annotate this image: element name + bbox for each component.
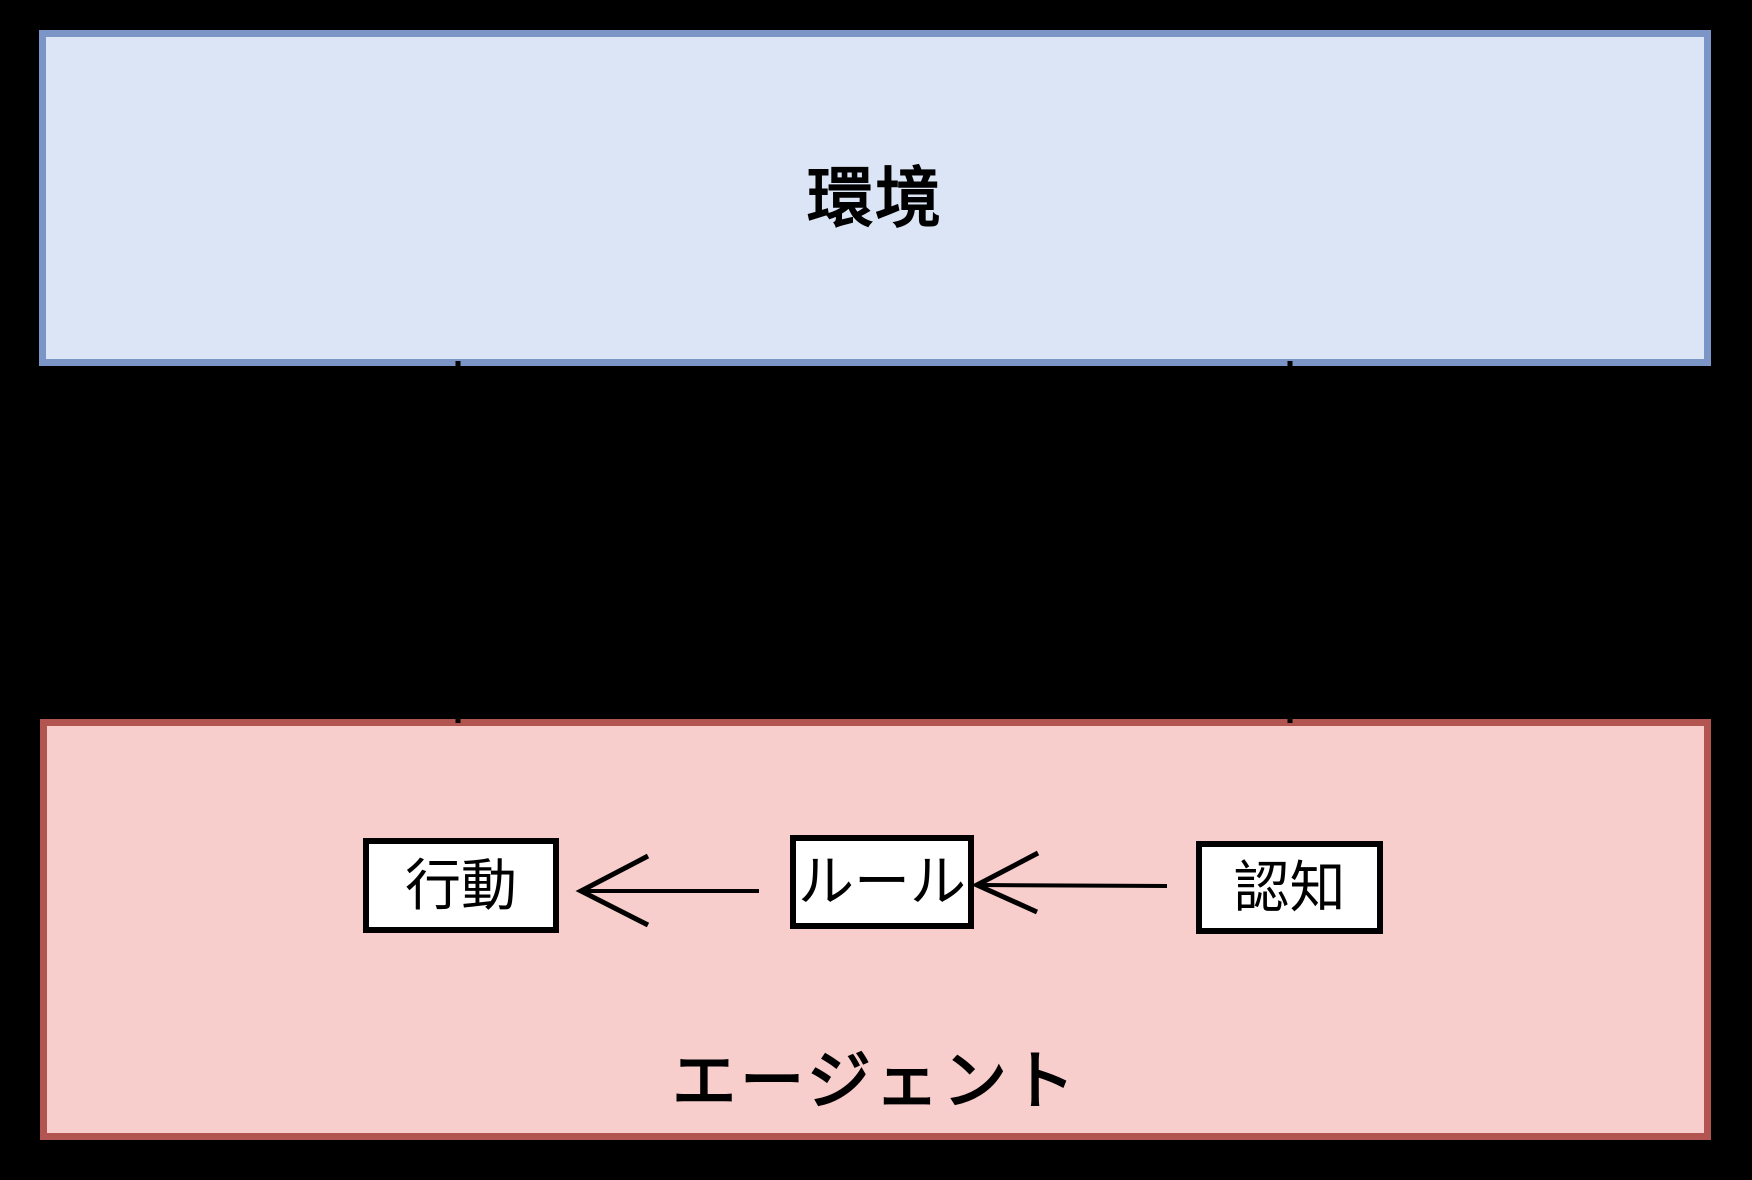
node-cognition: 認知 (1196, 841, 1383, 934)
node-rule: ルール (790, 835, 974, 929)
agent-box: エージェント (40, 719, 1711, 1140)
environment-label: 環境 (807, 161, 943, 235)
node-rule-label: ルール (798, 850, 966, 913)
node-action: 行動 (363, 838, 559, 933)
environment-box: 環境 (39, 30, 1711, 366)
node-cognition-label: 認知 (1233, 855, 1346, 919)
node-action-label: 行動 (405, 853, 517, 917)
agent-label: エージェント (672, 1045, 1079, 1117)
